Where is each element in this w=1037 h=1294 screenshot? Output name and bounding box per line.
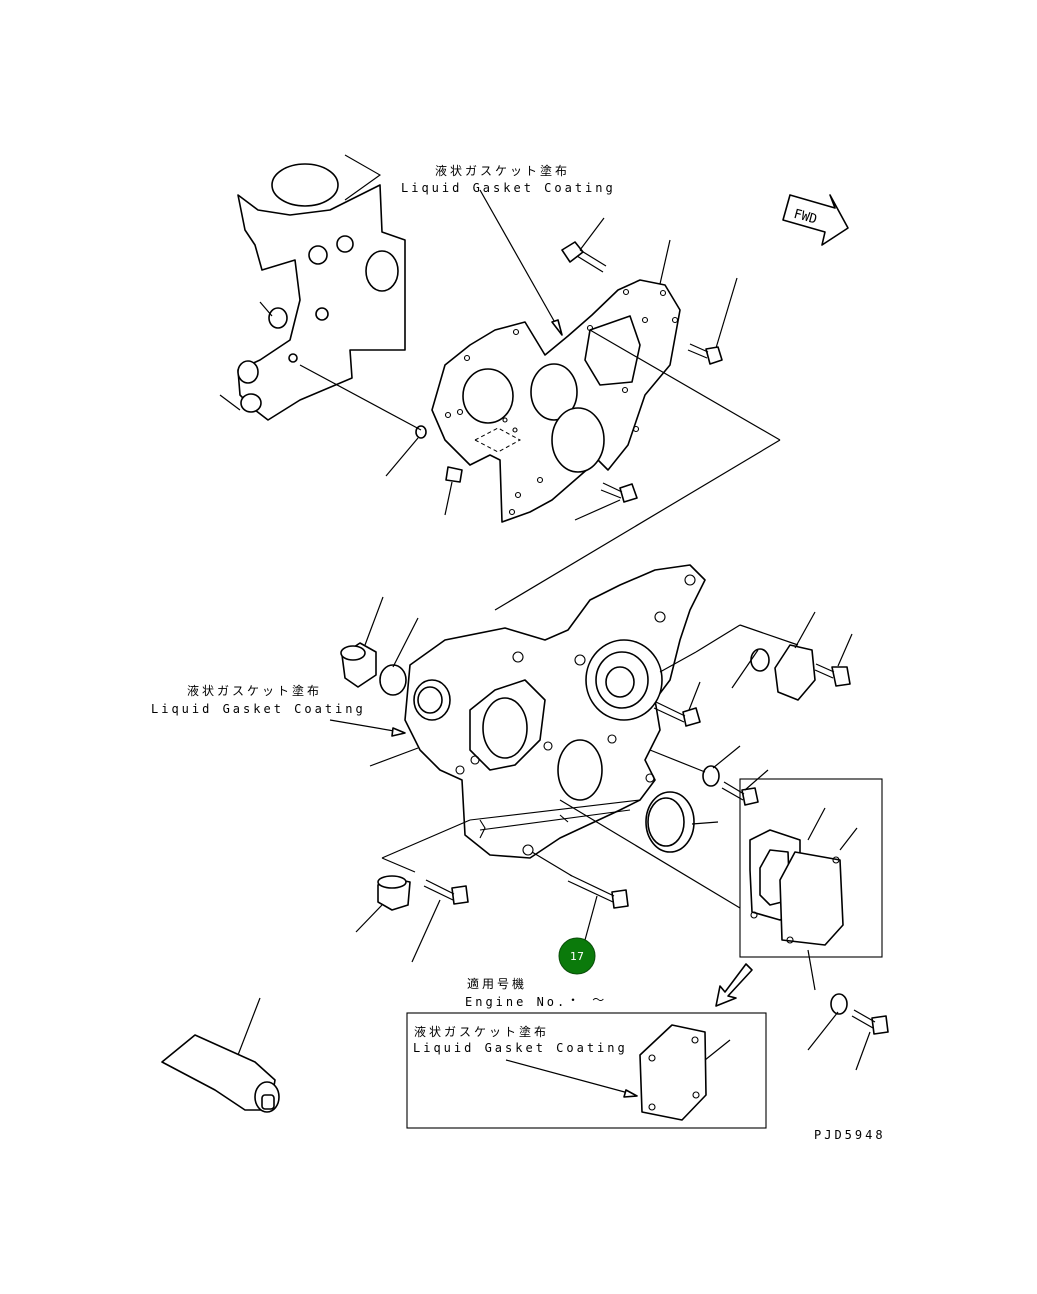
fwd-arrow-icon: FWD <box>782 194 849 246</box>
serial-en: Engine No. <box>465 995 567 1009</box>
top-label-jp: 液状ガスケット塗布 <box>435 163 570 178</box>
front-cover <box>404 564 706 859</box>
box-label-jp: 液状ガスケット塗布 <box>414 1024 549 1039</box>
left-label-en: Liquid Gasket Coating <box>151 702 366 716</box>
oil-seal <box>645 791 719 853</box>
bolt-lower-long <box>531 851 629 941</box>
callout-17[interactable]: 17 <box>558 937 596 975</box>
bolt-cover-right <box>653 681 701 727</box>
cover-inset <box>739 778 883 991</box>
inset-arrow-icon <box>715 963 753 1007</box>
bolt-top-right <box>687 277 738 365</box>
callout-17-number: 17 <box>570 950 584 963</box>
cylinder-block-fragment <box>219 154 406 421</box>
detail-box: 液状ガスケット塗布 Liquid Gasket Coating <box>406 1012 767 1129</box>
spacer-bolt-lower-left <box>355 819 471 963</box>
washer-bolt-lower <box>807 993 889 1071</box>
gasket-tube <box>161 997 280 1113</box>
cover-plate-right <box>659 611 853 701</box>
fwd-label: FWD <box>792 207 819 228</box>
left-label-jp: 液状ガスケット塗布 <box>187 683 322 698</box>
bolt-top-left <box>561 217 607 273</box>
washer-bolt <box>649 745 769 806</box>
drawing-code: PJD5948 <box>814 1128 886 1142</box>
serial-jp: 適用号機 <box>467 976 527 991</box>
front-plate <box>431 279 681 523</box>
box-label-en: Liquid Gasket Coating <box>413 1041 628 1055</box>
plug <box>340 596 419 696</box>
serial-range: ・ ～ <box>567 993 607 1007</box>
dowel-pins <box>299 364 463 516</box>
top-label-en: Liquid Gasket Coating <box>401 181 616 195</box>
bolt-plate-lower <box>574 482 638 521</box>
